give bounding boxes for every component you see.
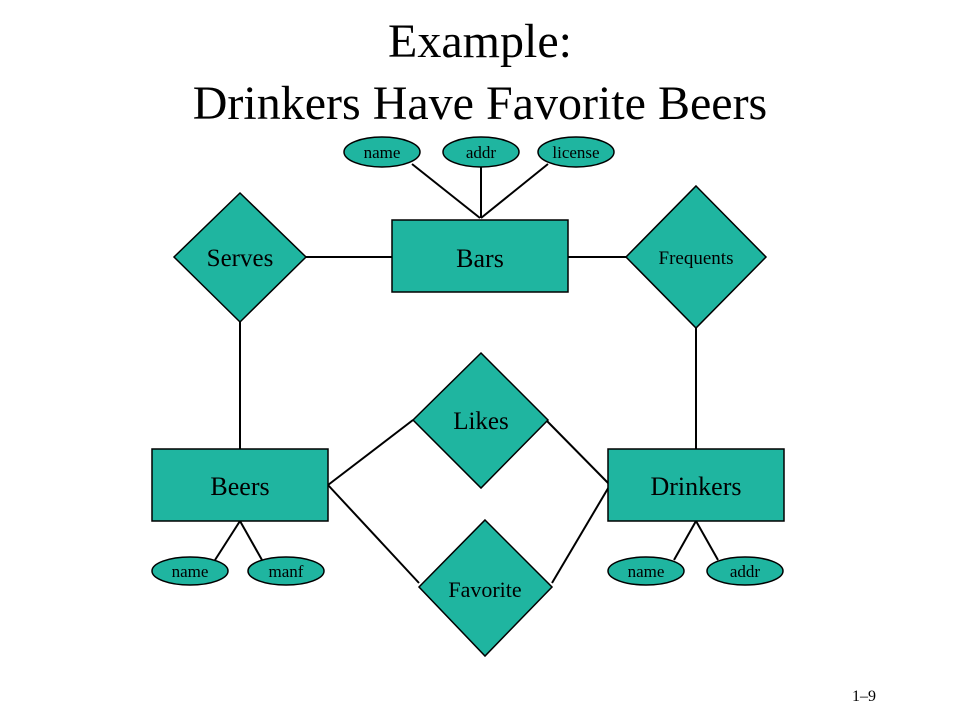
connector-beers-name	[214, 520, 241, 561]
page-number: 1–9	[852, 688, 876, 705]
attribute-drinkers-addr-label: addr	[730, 562, 761, 581]
attribute-bars-license-label: license	[552, 143, 599, 162]
connector-bars-license	[480, 163, 549, 219]
attribute-bars-addr-label: addr	[466, 143, 497, 162]
connector-favorite-drinkers	[551, 484, 611, 584]
connector-likes-drinkers	[545, 419, 611, 486]
attribute-drinkers-name-label: name	[628, 562, 665, 581]
relationship-favorite-label: Favorite	[448, 577, 521, 602]
entity-bars: Bars	[391, 219, 569, 293]
connector-bars-name	[411, 163, 481, 219]
connector-beers-likes	[327, 419, 414, 486]
entity-bars-label: Bars	[456, 244, 504, 273]
attribute-bars-license: license	[537, 136, 615, 168]
attribute-bars-name: name	[343, 136, 421, 168]
connector-drinkers-name	[673, 520, 697, 561]
entity-drinkers: Drinkers	[607, 448, 785, 522]
relationship-frequents-label: Frequents	[659, 248, 734, 269]
entity-beers: Beers	[151, 448, 329, 522]
relationship-serves-label: Serves	[207, 245, 274, 272]
attribute-drinkers-addr: addr	[706, 556, 784, 586]
relationship-likes-label: Likes	[453, 408, 509, 435]
slide-title-line1: Example:	[388, 15, 572, 68]
relationship-frequents: Frequents	[624, 184, 768, 330]
connector-drinkers-addr	[695, 520, 719, 561]
attribute-beers-manf-label: manf	[269, 562, 304, 581]
attribute-bars-addr: addr	[442, 136, 520, 168]
slide-title-line2: Drinkers Have Favorite Beers	[192, 77, 768, 130]
attribute-beers-manf: manf	[247, 556, 325, 586]
relationship-serves: Serves	[172, 191, 308, 324]
attribute-beers-name-label: name	[172, 562, 209, 581]
relationship-likes: Likes	[411, 351, 550, 490]
relationship-favorite: Favorite	[417, 518, 554, 658]
connector-beers-favorite	[327, 484, 420, 584]
attribute-bars-name-label: name	[364, 143, 401, 162]
entity-drinkers-label: Drinkers	[651, 472, 742, 501]
entity-beers-label: Beers	[210, 472, 269, 501]
attribute-drinkers-name: name	[607, 556, 685, 586]
connector-beers-manf	[239, 520, 263, 561]
attribute-beers-name: name	[151, 556, 229, 586]
